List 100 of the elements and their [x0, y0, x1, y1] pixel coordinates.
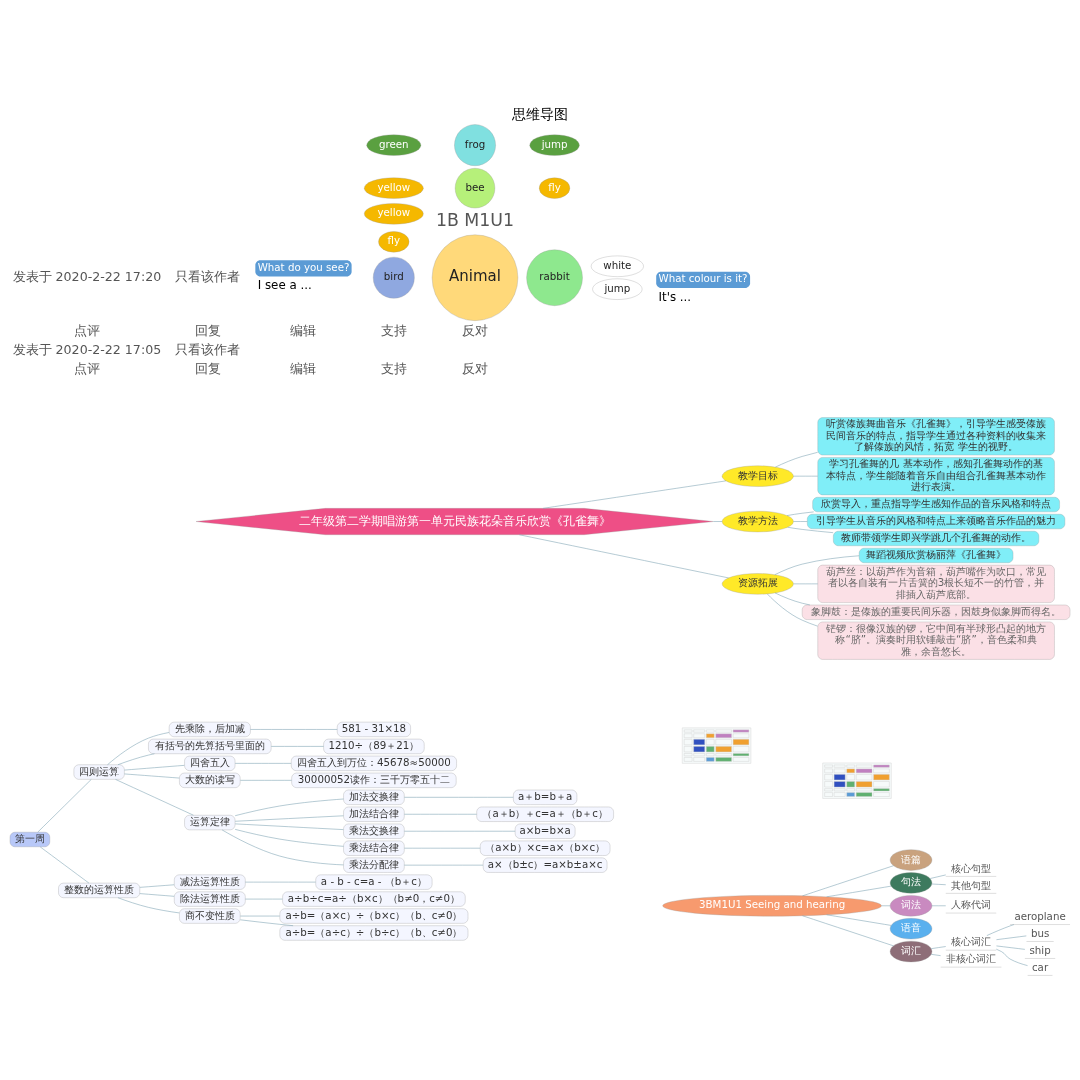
connector	[234, 828, 344, 847]
node-box: 30000052读作：三千万零五十二	[291, 772, 457, 788]
node-box: 听赏傣族舞曲音乐《孔雀舞》，引导学生感受傣族民间音乐的特点，指导学生通过各种资料的收集来了解傣族的风情，拓宽 学生的视野。	[817, 416, 1055, 455]
connector	[404, 796, 514, 798]
label: 发表于 2020-2-22 17:05	[12, 341, 162, 357]
node-box: 乘法交换律	[343, 823, 405, 839]
node-ellipse: fly	[539, 177, 570, 199]
node-circle: Animal	[431, 234, 519, 321]
node-box: a - b - c=a - （b＋c）	[315, 874, 433, 890]
connector	[404, 813, 477, 815]
label: 支持	[380, 360, 407, 376]
node-text: ship	[1029, 943, 1051, 956]
connector	[793, 583, 818, 584]
connector	[929, 874, 946, 879]
connector	[124, 764, 185, 770]
diagram-title: 思维导图	[512, 105, 568, 122]
connector	[931, 883, 946, 885]
node-ellipse: 3BM1U1 Seeing and hearing	[662, 894, 882, 916]
connector	[240, 779, 292, 781]
node-text: 核心词汇	[951, 934, 992, 947]
node-box: 加法交换律	[343, 789, 405, 805]
node-ellipse: 语篇	[889, 849, 933, 871]
node-box: a×（b±c）=a×b±a×c	[483, 857, 608, 873]
node-circle: frog	[454, 123, 496, 166]
node-box: （a＋b）＋c=a＋（b＋c）	[476, 806, 614, 822]
node-box: 第一周	[9, 831, 50, 847]
label: 发表于 2020-2-22 17:20	[12, 268, 162, 284]
connector	[931, 953, 941, 956]
node-circle: bird	[373, 256, 415, 298]
connector	[802, 914, 894, 946]
node-box: a÷b÷c=a÷（b×c）（b≠0，c≠0）	[282, 891, 466, 907]
node-circle: bee	[454, 167, 496, 208]
connector	[234, 815, 344, 822]
connector	[234, 762, 292, 764]
node-box: What colour is it?	[656, 271, 751, 288]
connector	[713, 520, 723, 522]
node-ellipse: jump	[529, 134, 580, 156]
node-ellipse: jump	[592, 278, 643, 300]
node-box: 除法运算性质	[174, 891, 246, 907]
node-ellipse: yellow	[364, 202, 424, 224]
node-text: 非核心词汇	[946, 951, 997, 964]
label: 支持	[380, 322, 407, 338]
connector	[542, 480, 727, 509]
node-ellipse: green	[366, 134, 422, 156]
connector	[404, 830, 516, 831]
node-box: a＋b=b＋a	[513, 789, 578, 805]
node-box: 运算定律	[184, 814, 236, 830]
connector	[245, 898, 283, 899]
node-box: 欣赏导入，重点指导学生感知作品的音乐风格和特点	[812, 496, 1060, 512]
connector	[775, 451, 818, 467]
label: 编辑	[290, 322, 317, 338]
node-ellipse: 句法	[889, 871, 933, 893]
node-ellipse: 教学方法	[721, 510, 794, 532]
node-ellipse: 资源拓展	[721, 572, 794, 594]
node-box: 商不变性质	[179, 908, 241, 923]
connector	[767, 593, 818, 626]
connector	[404, 864, 484, 865]
node-box: 先乘除，后加减	[169, 721, 251, 737]
connector	[245, 881, 316, 882]
connector	[240, 919, 294, 926]
node-box: 四舍五入到万位：45678≈50000	[291, 755, 457, 771]
node-box: a×b=b×a	[515, 823, 576, 839]
node-ellipse: white	[591, 255, 644, 277]
connector	[139, 884, 175, 888]
connector	[221, 829, 344, 865]
node-box: 减法运算性质	[174, 874, 246, 890]
connector	[996, 948, 1028, 966]
connector	[787, 526, 834, 533]
label: 点评	[73, 360, 100, 376]
node-ellipse: 词法	[889, 894, 933, 916]
label: 只看该作者	[175, 268, 241, 284]
connector	[826, 885, 892, 897]
node-box: 大数的读写	[179, 772, 241, 788]
connector	[250, 728, 338, 730]
node-text: aeroplane	[1014, 909, 1066, 922]
connector	[881, 905, 891, 906]
connector	[404, 847, 481, 848]
node-box: 有括号的先算括号里面的	[148, 738, 272, 754]
connector	[139, 892, 175, 897]
node-ellipse: 教学目标	[721, 465, 794, 487]
node-box: 象脚鼓：是傣族的重要民间乐器，因鼓身似象脚而得名。	[802, 604, 1071, 620]
node-text: 人称代词	[951, 897, 992, 910]
label: 1B M1U1	[435, 209, 515, 230]
connector	[930, 945, 946, 949]
connector	[802, 864, 894, 896]
connector	[124, 773, 180, 778]
connector	[996, 945, 1026, 950]
node-ellipse: 语音	[889, 917, 933, 939]
label: 点评	[73, 322, 100, 338]
node-text: bus	[1030, 926, 1050, 939]
connector	[39, 846, 90, 883]
connector	[117, 896, 180, 913]
connector	[270, 745, 324, 747]
node-box: 四舍五入	[184, 755, 236, 771]
node-box: 乘法结合律	[343, 840, 405, 856]
connector	[793, 475, 818, 476]
node-box: 四则运算	[73, 764, 125, 779]
connector	[240, 915, 280, 916]
node-box: What do you see?	[255, 259, 352, 277]
node-circle: rabbit	[526, 249, 583, 306]
